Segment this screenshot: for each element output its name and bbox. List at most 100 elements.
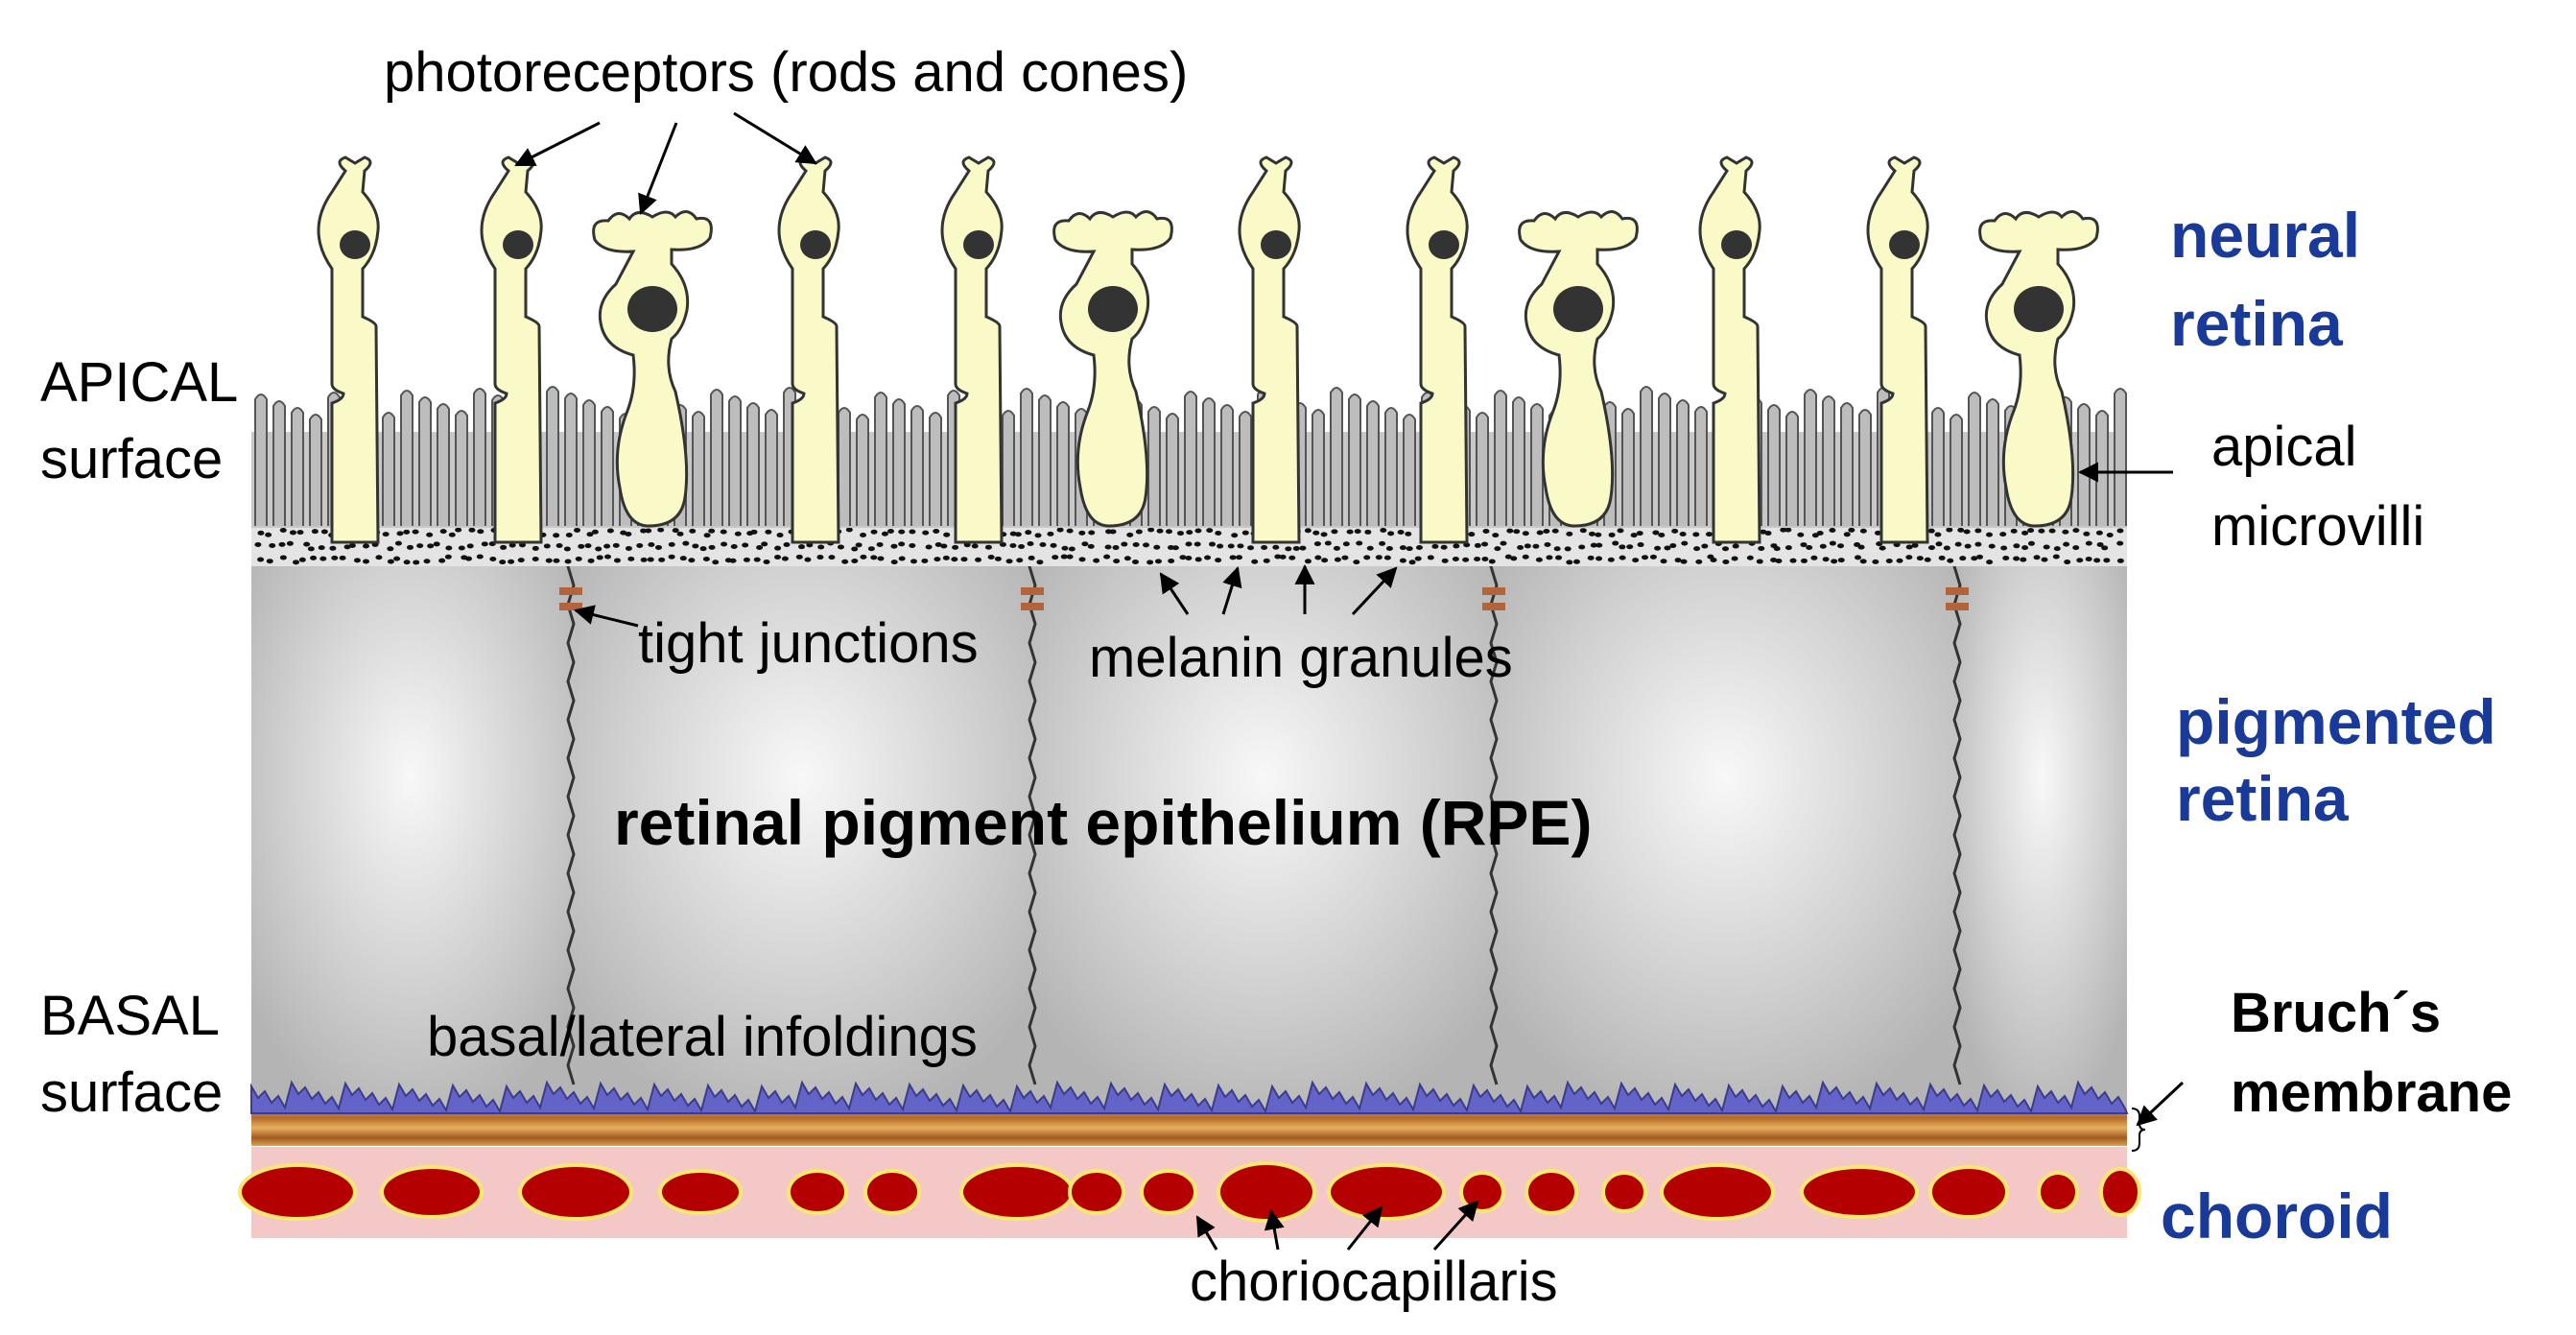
basal-surface-label-2: surface — [40, 1061, 223, 1124]
capillary — [1459, 1171, 1505, 1213]
melanin-granule — [427, 543, 435, 549]
melanin-granule — [1481, 541, 1489, 547]
melanin-granule — [575, 556, 582, 561]
microvillus — [473, 388, 486, 526]
basal-infoldings-label: basal/lateral infoldings — [427, 1006, 978, 1068]
melanin-granule — [416, 543, 424, 549]
melanin-granule — [465, 556, 473, 561]
label-arrows — [514, 111, 2185, 1252]
melanin-granule — [1816, 530, 1824, 536]
melanin-granule — [934, 557, 941, 562]
melanin-granule — [555, 542, 563, 548]
melanin-granule — [1911, 542, 1919, 548]
melanin-granule — [1379, 540, 1386, 546]
melanin-granule — [1380, 527, 1387, 533]
melanin-granule — [781, 556, 789, 561]
microvillus — [1767, 404, 1781, 526]
melanin-granule — [1999, 532, 2007, 537]
melanin-granule — [1121, 541, 1128, 547]
melanin-granule — [1649, 554, 1657, 560]
microvillus — [2114, 388, 2127, 526]
melanin-granule — [613, 558, 621, 563]
capillary — [518, 1163, 633, 1221]
melanin-granule — [2101, 545, 2109, 551]
melanin-granule — [750, 529, 758, 535]
melanin-granule — [1617, 528, 1624, 534]
melanin-granule — [657, 527, 665, 533]
melanin-granule — [1664, 545, 1671, 551]
melanin-granule — [565, 532, 573, 537]
melanin-granule — [2053, 546, 2061, 552]
rod-cell — [480, 155, 543, 544]
melanin-granule — [2103, 558, 2111, 563]
microvillus — [1366, 400, 1380, 526]
melanin-granule — [2062, 529, 2069, 535]
rod-cell — [777, 155, 840, 544]
bruchs-membrane-label-1: Bruch´s — [2231, 982, 2441, 1044]
melanin-granule — [553, 558, 560, 563]
melanin-granule — [1185, 541, 1193, 547]
melanin-granule — [870, 529, 878, 535]
melanin-granule — [1320, 532, 1328, 537]
rpe-cell-row — [251, 449, 2127, 1109]
microvillus — [1621, 408, 1635, 526]
melanin-granule — [828, 555, 836, 560]
melanin-granule — [1829, 528, 1836, 534]
microvillus — [546, 386, 559, 526]
melanin-granule — [1532, 543, 1540, 549]
neural-retina-label-2: retina — [2170, 288, 2344, 359]
melanin-granule — [625, 531, 632, 536]
melanin-granule — [1797, 532, 1805, 537]
melanin-granule — [1331, 529, 1338, 535]
melanin-granule — [1321, 558, 1329, 563]
microvillus — [1858, 409, 1872, 526]
melanin-granule — [353, 558, 361, 563]
melanin-granule — [266, 559, 273, 564]
melanin-granule — [375, 555, 383, 560]
melanin-granule — [1587, 555, 1595, 560]
melanin-granule — [890, 543, 898, 549]
bruchs-membrane-label-2: membrane — [2231, 1061, 2512, 1124]
microvillus — [1785, 411, 1799, 526]
melanin-granule — [1383, 555, 1391, 560]
arrow-capillary-2 — [1264, 1208, 1285, 1251]
melanin-granule — [1947, 558, 1954, 563]
melanin-granule — [1482, 529, 1490, 535]
microvillus — [1038, 394, 1052, 526]
melanin-granule — [1193, 541, 1201, 547]
melanin-granule — [1066, 554, 1074, 560]
microvillus — [1166, 413, 1179, 526]
capillary — [787, 1169, 848, 1215]
melanin-granule — [426, 532, 434, 537]
melanin-granule — [1263, 558, 1270, 563]
melanin-granule — [286, 540, 294, 546]
melanin-granule — [1016, 558, 1024, 563]
melanin-granule — [477, 529, 484, 535]
melanin-granule — [1974, 528, 1982, 534]
capillary — [238, 1163, 357, 1221]
arrow-photoreceptor-2 — [638, 122, 678, 215]
rod-cell — [1866, 155, 1929, 544]
microvillus — [1968, 392, 1981, 526]
melanin-granule — [676, 531, 684, 536]
melanin-granule — [1231, 533, 1239, 538]
melanin-granule — [1109, 529, 1117, 535]
melanin-granule — [1572, 559, 1580, 564]
microvillus — [455, 410, 468, 526]
melanin-granule — [1500, 540, 1507, 546]
melanin-granule — [1758, 545, 1765, 551]
melanin-granule — [1506, 528, 1514, 534]
microvillus — [1822, 395, 1835, 526]
melanin-granule — [1027, 541, 1034, 547]
melanin-granule — [1692, 532, 1700, 537]
melanin-granule — [890, 560, 898, 565]
melanin-granule — [2116, 528, 2124, 534]
microvillus — [910, 405, 924, 526]
melanin-granule — [310, 555, 318, 560]
melanin-granule — [1746, 555, 1754, 560]
melanin-granule — [734, 531, 742, 536]
melanin-granule — [679, 556, 687, 561]
melanin-granule — [603, 543, 611, 549]
melanin-granule — [278, 541, 286, 547]
microvillus — [1950, 414, 1963, 526]
